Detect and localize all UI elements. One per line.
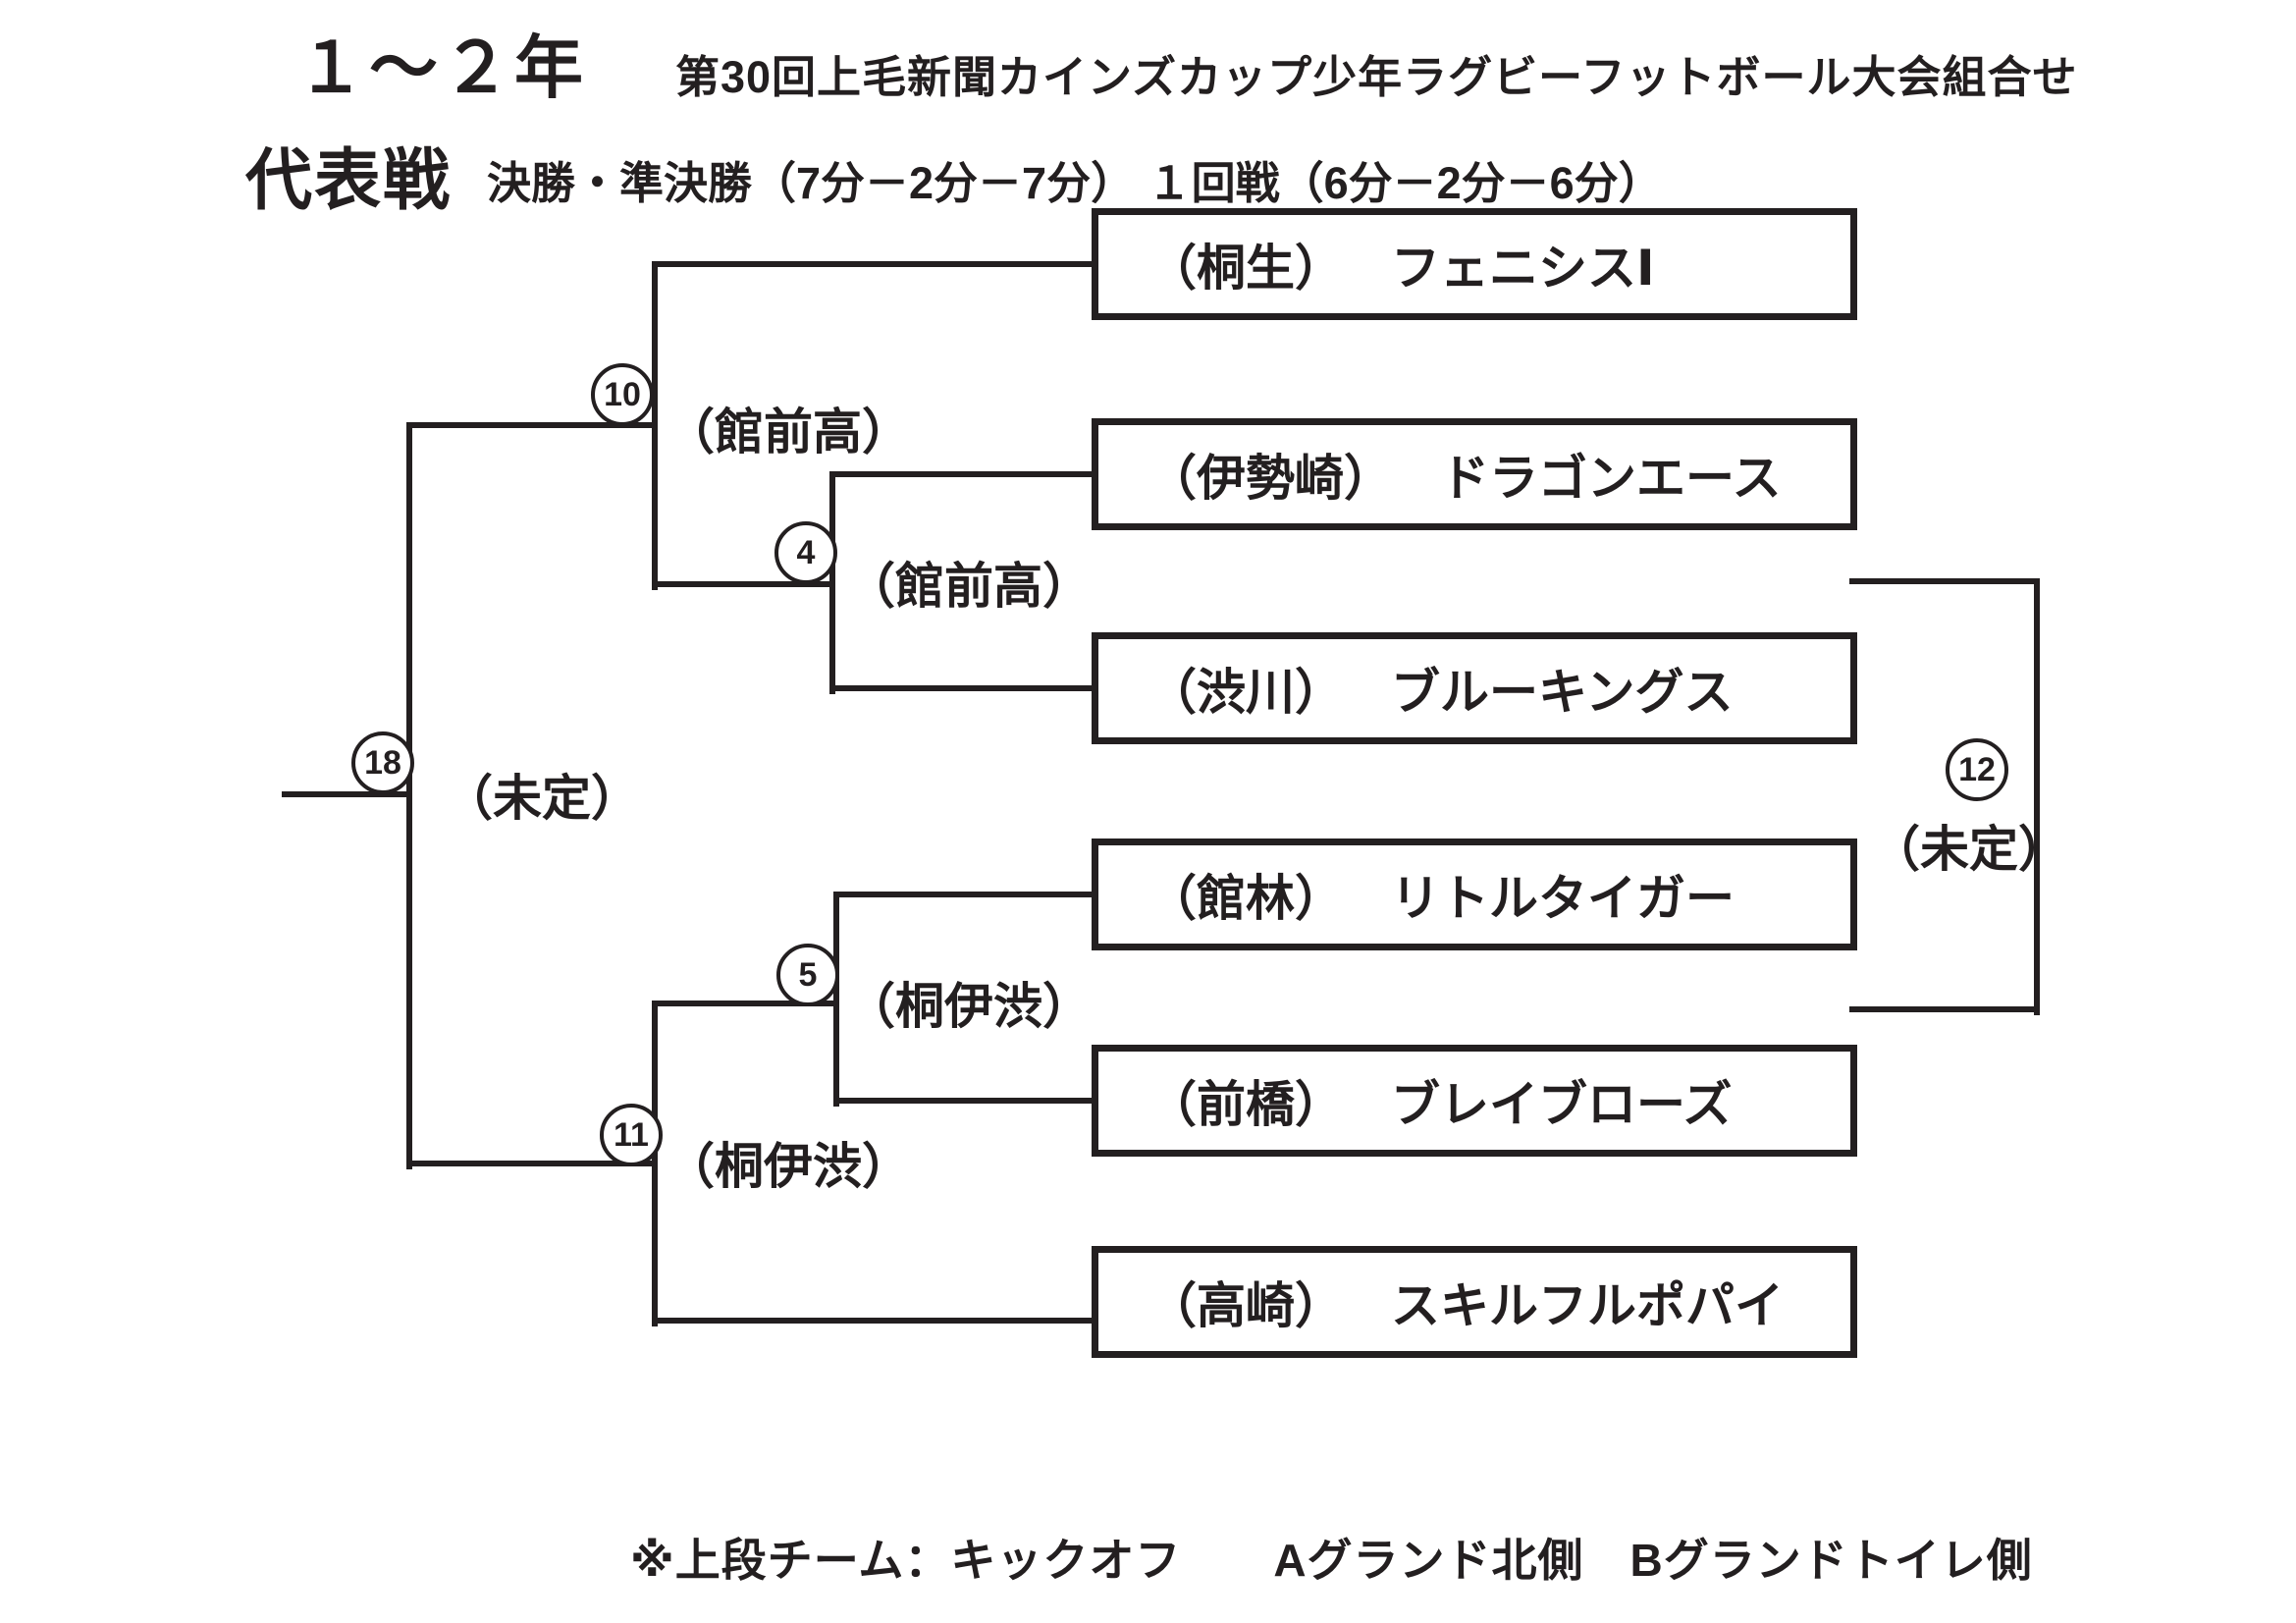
tournament-title: 第30回上毛新聞カインズカップ少年ラグビーフットボール大会組合せ [675,52,2078,102]
match-number-12: 12 [1946,738,2008,801]
line-team4-connector [833,892,1095,897]
match-number-18: 18 [351,731,414,794]
team-name: スキルフルポパイ [1391,1278,1784,1333]
match-winner-label-10: （館前高） [666,405,911,460]
line-team6-connector [652,1318,1095,1324]
time-rules-label: 決勝・準決勝（7分－2分－7分） １回戦（6分－2分－6分） [487,158,1663,208]
match-winner-label-5: （桐伊渋） [846,979,1092,1034]
team-name: ドラゴンエース [1440,451,1782,506]
match-winner-label-12: （未定） [1871,822,2067,877]
line-match4-winner [652,581,835,587]
team-region: （伊勢崎） [1148,451,1393,506]
line-match5-vertical [833,892,839,1107]
team-box-maebashi: （前橋） ブレイブローズ [1092,1045,1857,1157]
team-box-shibukawa: （渋川） ブルーキングス [1092,632,1857,744]
team-name: ブルーキングス [1391,665,1734,720]
line-final-winner [282,791,412,797]
match-number-4: 4 [774,521,837,584]
line-team1-connector [652,261,1095,267]
match-number-11: 11 [600,1104,663,1166]
team-name: ブレイブローズ [1391,1077,1733,1132]
match-number-10: 10 [591,363,654,426]
line-match12-top [1849,578,2040,584]
line-match5-winner [652,1001,839,1006]
team-box-tatebayashi: （館林） リトルタイガー [1092,839,1857,950]
line-match12-vertical [2034,578,2040,1015]
team-region: （桐生） [1148,241,1344,296]
match-winner-label-4: （館前高） [846,559,1092,614]
age-group-label: １～２年 [296,29,587,106]
bracket-type-label: 代表戦 [245,143,453,218]
team-name: リトルタイガー [1391,871,1735,926]
line-match10-winner [406,422,658,428]
team-box-isesaki: （伊勢崎） ドラゴンエース [1092,418,1857,530]
team-name: フェニシスⅠ [1391,241,1655,296]
line-team5-connector [833,1098,1095,1104]
team-region: （高崎） [1148,1278,1344,1333]
match-winner-label-11: （桐伊渋） [666,1139,911,1194]
line-match11-winner [406,1161,658,1166]
team-box-takasaki: （高崎） スキルフルポパイ [1092,1246,1857,1358]
match-number-5: 5 [776,944,839,1006]
team-box-kiryu: （桐生） フェニシスⅠ [1092,208,1857,320]
team-region: （館林） [1148,871,1344,926]
match-winner-label-18: （未定） [444,771,640,826]
line-match12-bottom [1849,1006,2040,1012]
line-team2-connector [829,471,1095,477]
team-region: （前橋） [1148,1077,1344,1132]
team-region: （渋川） [1148,665,1344,720]
line-team3-connector [829,685,1095,691]
footnote: ※上段チーム：キックオフ Aグランド北側 Bグランドトイレ側 [630,1535,2033,1586]
